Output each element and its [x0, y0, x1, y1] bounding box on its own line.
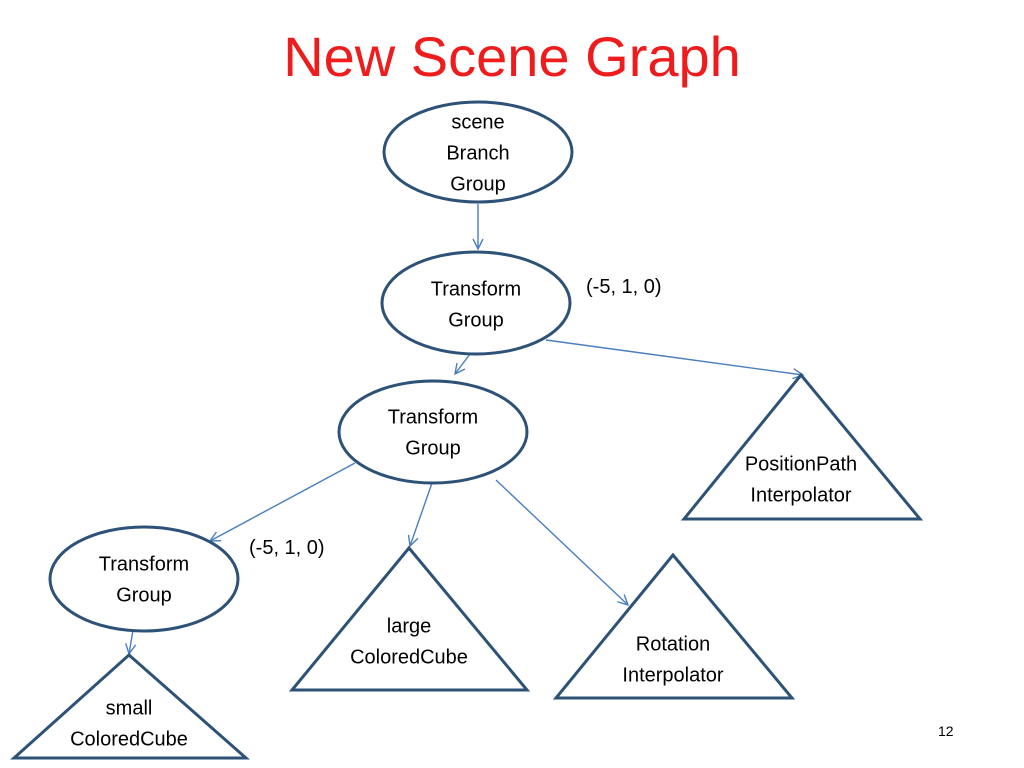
- left-transform-translation-label: (-5, 1, 0): [249, 537, 325, 559]
- node-position-path-interpolator-shape: [680, 372, 924, 521]
- node-scene-branch-group-label-line-2: Branch: [446, 142, 509, 164]
- node-transform-group-mid-label-line-2: Group: [405, 437, 461, 459]
- node-scene-branch-group-label-line-1: scene: [451, 111, 504, 133]
- edge-transform-group-mid-to-large-colored-cube: [410, 482, 433, 546]
- page-number: 12: [938, 723, 954, 739]
- node-transform-group-top-label-line-2: Group: [448, 309, 504, 331]
- node-transform-group-left-label-line-1: Transform: [99, 553, 189, 575]
- edge-transform-group-top-to-transform-group-mid: [455, 353, 471, 374]
- node-position-path-interpolator-label-line-2: Interpolator: [750, 484, 852, 506]
- node-small-colored-cube-label-line-2: ColoredCube: [70, 728, 188, 750]
- node-transform-group-left-label-line-2: Group: [116, 584, 172, 606]
- nodes-layer: sceneBranchGroupTransformGroupTransformG…: [10, 100, 924, 760]
- node-rotation-interpolator-label-line-2: Interpolator: [622, 664, 724, 686]
- node-large-colored-cube-label-line-1: large: [387, 615, 431, 637]
- node-large-colored-cube-shape: [288, 545, 531, 692]
- node-transform-group-top-shape: [380, 250, 572, 356]
- node-small-colored-cube-shape: [10, 652, 250, 760]
- node-small-colored-cube-label-line-1: small: [106, 697, 153, 719]
- node-transform-group-top-label-line-1: Transform: [431, 278, 521, 300]
- top-transform-translation-label: (-5, 1, 0): [586, 276, 662, 298]
- node-scene-branch-group-label-line-3: Group: [450, 173, 506, 195]
- node-position-path-interpolator-label-line-1: PositionPath: [745, 453, 857, 475]
- node-large-colored-cube-label-line-2: ColoredCube: [350, 646, 468, 668]
- edge-transform-group-mid-to-transform-group-left: [210, 462, 356, 541]
- node-rotation-interpolator-shape: [552, 552, 796, 700]
- node-scene-branch-group-shape: [382, 100, 574, 204]
- edge-transform-group-top-to-position-path-interpolator: [545, 339, 803, 375]
- node-transform-group-mid-shape: [337, 379, 529, 485]
- node-rotation-interpolator-label-line-1: Rotation: [636, 633, 711, 655]
- slide-title: New Scene Graph: [283, 25, 741, 88]
- node-transform-group-left-shape: [48, 525, 240, 633]
- edge-transform-group-mid-to-rotation-interpolator: [495, 479, 628, 605]
- edge-transform-group-left-to-small-colored-cube: [129, 629, 133, 654]
- node-transform-group-mid-label-line-1: Transform: [388, 406, 478, 428]
- edges-layer: [129, 204, 803, 654]
